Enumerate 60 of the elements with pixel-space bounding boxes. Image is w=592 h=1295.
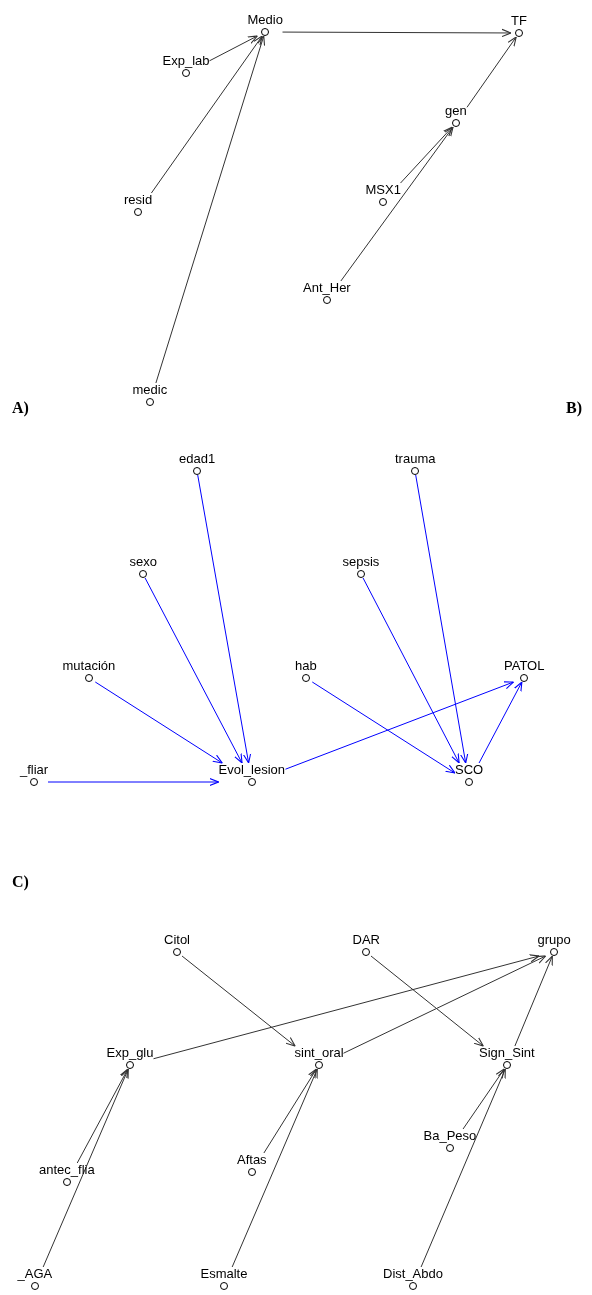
arrow (155, 35, 266, 384)
node-label: mutación (62, 659, 116, 673)
node-label: Ba_Peso (423, 1129, 477, 1143)
node-label: gen (445, 104, 467, 118)
node-label: Citol (164, 933, 190, 947)
node-label: _AGA (17, 1267, 53, 1281)
node-label: _fliar (20, 763, 49, 777)
arrow (263, 1068, 318, 1154)
node-label: TF (511, 14, 527, 28)
node-label: grupo (537, 933, 571, 947)
node-label: Exp_lab (162, 54, 210, 68)
arrow (181, 955, 296, 1047)
node-label: trauma (395, 452, 436, 466)
node-label: hab (295, 659, 317, 673)
node-label: SCO (455, 763, 484, 777)
arrow (47, 777, 220, 787)
arrow (462, 1068, 505, 1130)
node-label: Evol_lesion (218, 763, 285, 777)
arrow (209, 35, 258, 62)
node-label: Dist_Abdo (383, 1267, 443, 1281)
node-label: Sign_Sint (479, 1046, 535, 1060)
node-label: Ant_Her (303, 281, 351, 295)
arrow (197, 474, 252, 764)
node-label: Medio (247, 13, 283, 27)
arrow (514, 955, 553, 1047)
panel-letter: B) (566, 399, 582, 417)
arrow (362, 577, 460, 764)
arrow (420, 1068, 506, 1268)
node-label: sint_oral (294, 1046, 344, 1060)
node-label: DAR (352, 933, 380, 947)
node-label: medic (132, 383, 168, 397)
node-label: Esmalte (200, 1267, 248, 1281)
arrow (466, 36, 517, 108)
node-label: PATOL (504, 659, 545, 673)
arrow (42, 1068, 129, 1268)
arrow (285, 681, 515, 770)
node-label: sepsis (342, 555, 380, 569)
node-label: Aftas (237, 1153, 267, 1167)
arrow (150, 35, 263, 194)
arrow (343, 955, 547, 1054)
arrow (478, 681, 523, 764)
node-label: resid (124, 193, 153, 207)
arrow (144, 577, 243, 764)
arrow (400, 126, 453, 184)
node-label: sexo (129, 555, 157, 569)
arrow (94, 681, 223, 764)
arrow (370, 955, 484, 1047)
node-label: antec_flia (39, 1163, 95, 1177)
node-label: MSX1 (365, 183, 401, 197)
arrow (415, 474, 469, 764)
node-label: Exp_glu (106, 1046, 154, 1060)
arrow (76, 1068, 129, 1164)
node-label: edad1 (179, 452, 216, 466)
arrow (231, 1068, 318, 1268)
panel-letter: A) (12, 399, 29, 417)
arrow (311, 681, 456, 774)
arrow (340, 126, 454, 282)
arrow (153, 954, 540, 1060)
panel-letter: C) (12, 873, 29, 891)
arrow (282, 28, 512, 38)
